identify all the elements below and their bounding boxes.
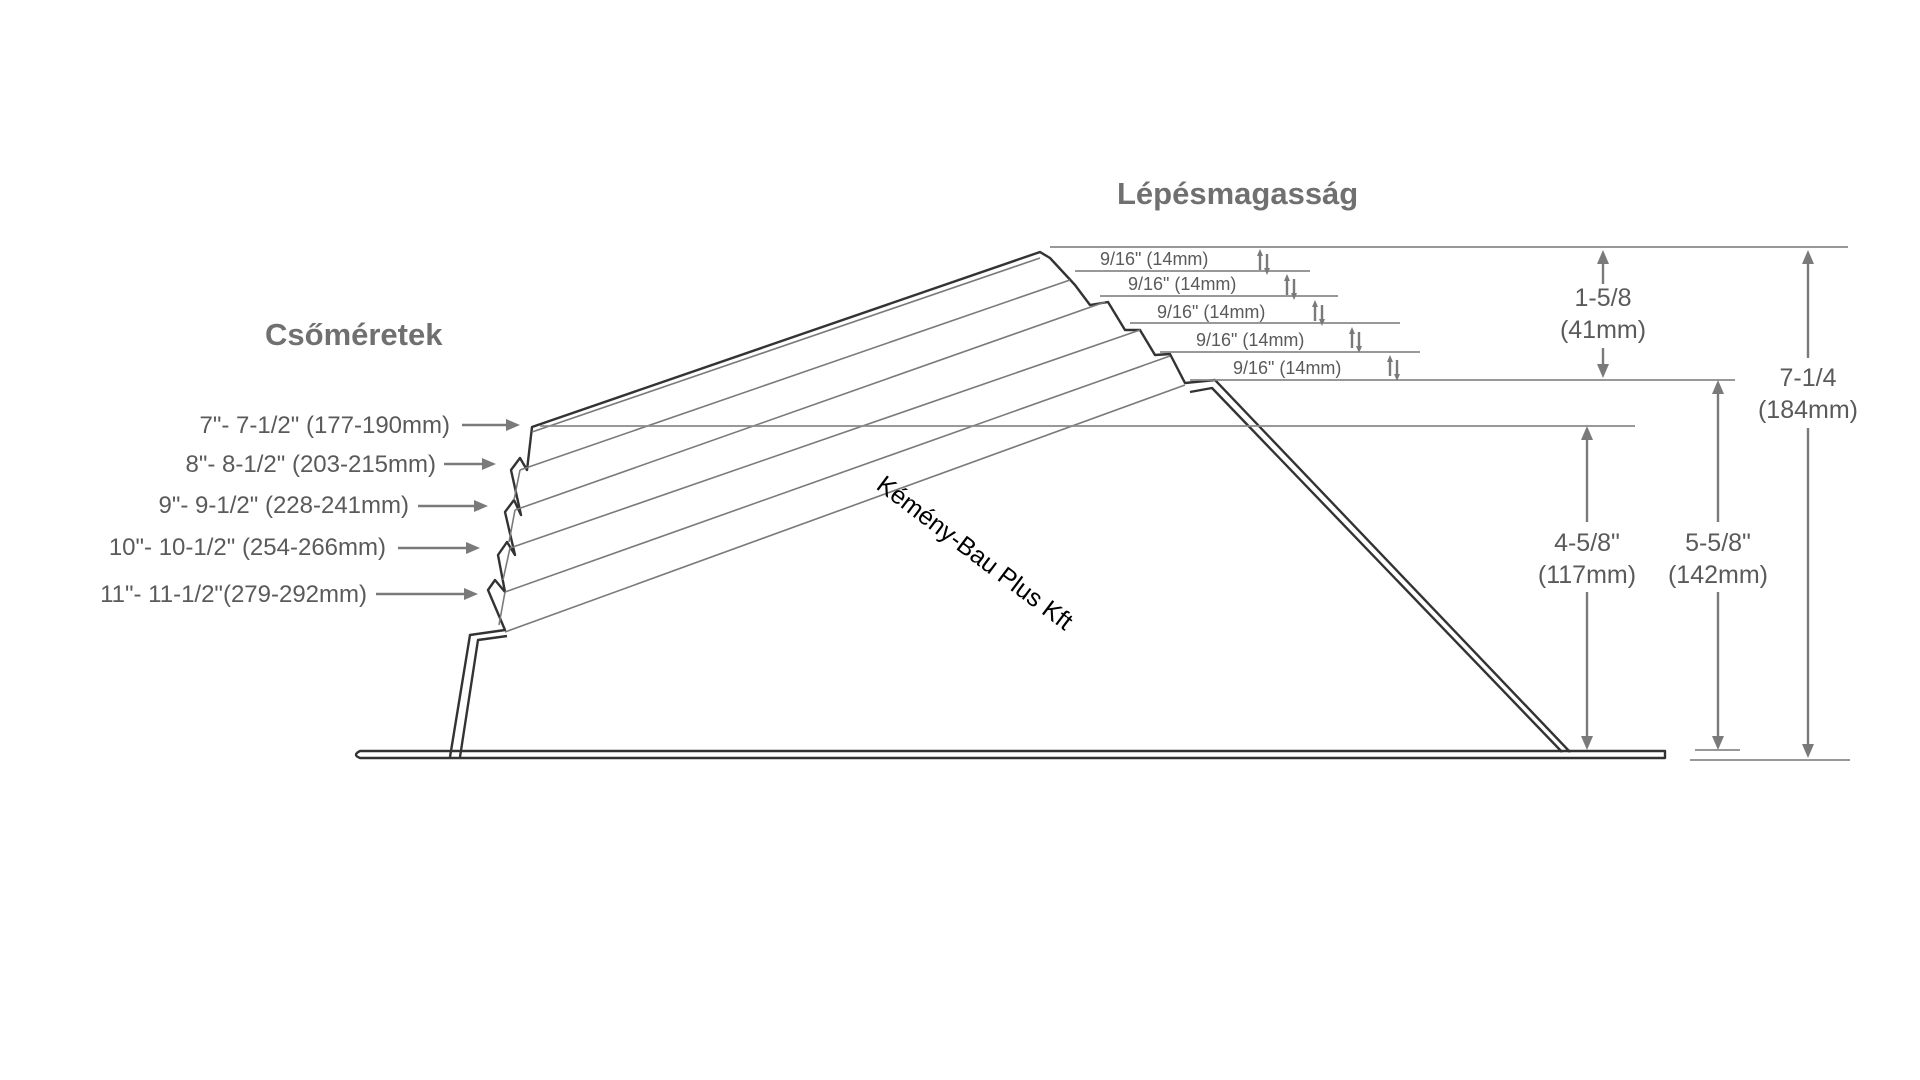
step-guides: [540, 246, 1850, 761]
step-height-label: 9/16" (14mm): [1157, 302, 1265, 322]
pipe-sizes-title: Csőméretek: [265, 317, 443, 352]
dimension-label: (142mm): [1668, 561, 1768, 589]
step-arrow-icon: [1284, 274, 1297, 300]
dimension-label: 5-5/8": [1685, 529, 1751, 557]
dimension-lower: 4-5/8" (117mm): [1538, 426, 1636, 750]
dimension-top-total: 1-5/8 (41mm): [1560, 250, 1646, 378]
dimension-label: (117mm): [1538, 561, 1636, 589]
pipe-size-label: 11"- 11-1/2"(279-292mm): [100, 581, 367, 608]
dimension-overall: 7-1/4 (184mm): [1758, 250, 1858, 758]
step-arrow-icon: [1349, 327, 1362, 353]
step-height-label: 9/16" (14mm): [1100, 249, 1208, 269]
step-height-label: 9/16" (14mm): [1128, 274, 1236, 294]
dimension-middle: 5-5/8" (142mm): [1668, 380, 1768, 750]
pipe-size-label: 10"- 10-1/2" (254-266mm): [109, 534, 386, 561]
step-height-title: Lépésmagasság: [1117, 176, 1358, 211]
pipe-size-label: 8"- 8-1/2" (203-215mm): [186, 451, 436, 478]
pipe-size-label: 9"- 9-1/2" (228-241mm): [159, 492, 409, 519]
step-arrow-icon: [1312, 300, 1325, 326]
dimension-label: (41mm): [1560, 316, 1646, 344]
dimension-label: 7-1/4: [1780, 364, 1837, 392]
step-height-label: 9/16" (14mm): [1233, 358, 1341, 378]
step-height-labels: 9/16" (14mm) 9/16" (14mm) 9/16" (14mm) 9…: [1100, 249, 1400, 381]
step-height-label: 9/16" (14mm): [1196, 330, 1304, 350]
pipe-size-labels: 7"- 7-1/2" (177-190mm) 8"- 8-1/2" (203-2…: [100, 412, 520, 608]
dimension-label: 4-5/8": [1554, 529, 1620, 557]
pipe-size-label: 7"- 7-1/2" (177-190mm): [200, 412, 450, 439]
dimension-label: 1-5/8: [1575, 284, 1632, 312]
flashing-body: [448, 250, 1571, 758]
step-arrow-icon: [1257, 249, 1270, 275]
watermark-text: Kémény-Bau Plus Kft: [871, 470, 1078, 635]
dimension-label: (184mm): [1758, 396, 1858, 424]
step-arrow-icon: [1387, 355, 1400, 381]
base-flange: [354, 749, 1667, 760]
